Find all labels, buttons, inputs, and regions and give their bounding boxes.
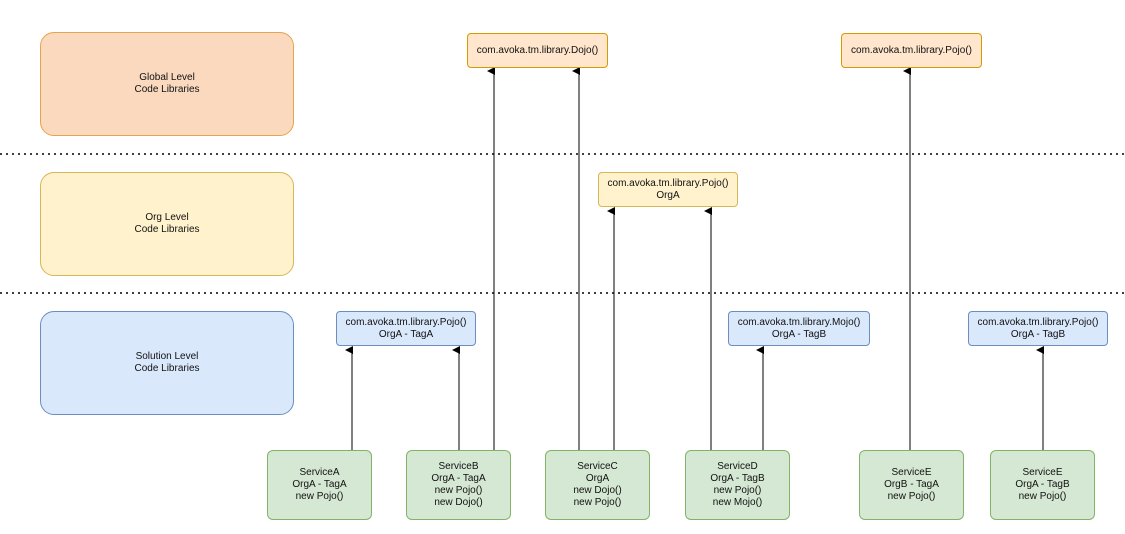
service-a-name: ServiceA [299,467,340,478]
service-c-scope: OrgA [585,473,610,484]
service-b-scope: OrgA - TagA [431,473,486,484]
service-e-orgb-call: new Pojo() [887,491,936,502]
solution-pojo-tagb-scope: OrgA - TagB [1010,328,1066,340]
service-d-scope: OrgA - TagB [710,473,765,484]
solution-pojo-tagb-library: com.avoka.tm.library.Pojo() OrgA - TagB [968,311,1108,346]
solution-level-box: Solution Level Code Libraries [40,311,294,415]
service-d: ServiceD OrgA - TagB new Pojo() new Mojo… [685,450,790,520]
service-e-orgb-name: ServiceE [891,467,932,478]
global-dojo-name: com.avoka.tm.library.Dojo() [476,44,599,56]
service-a-call: new Pojo() [295,491,344,502]
solution-mojo-tagb-library: com.avoka.tm.library.Mojo() OrgA - TagB [728,311,870,346]
service-c-call-1: new Dojo() [573,485,622,496]
solution-pojo-taga-library: com.avoka.tm.library.Pojo() OrgA - TagA [336,311,476,346]
solution-level-title: Solution Level [135,351,199,362]
solution-level-subtitle: Code Libraries [134,363,200,374]
solution-pojo-taga-name: com.avoka.tm.library.Pojo() [345,316,467,328]
org-pojo-name: com.avoka.tm.library.Pojo() [607,177,729,189]
org-level-box: Org Level Code Libraries [40,172,294,276]
global-pojo-name: com.avoka.tm.library.Pojo() [851,44,972,56]
global-level-title: Global Level [139,72,195,83]
service-e-orga-scope: OrgA - TagB [1015,479,1070,490]
org-level-title: Org Level [145,212,189,223]
service-e-orgb-scope: OrgB - TagA [884,479,939,490]
solution-pojo-taga-scope: OrgA - TagA [378,328,434,340]
service-e-orga: ServiceE OrgA - TagB new Pojo() [990,450,1095,520]
service-e-orga-call: new Pojo() [1018,491,1067,502]
service-d-call-2: new Mojo() [712,497,763,508]
global-dojo-library: com.avoka.tm.library.Dojo() [467,33,608,68]
service-d-call-1: new Pojo() [713,485,762,496]
service-b-call-1: new Pojo() [434,485,483,496]
service-e-orga-name: ServiceE [1022,467,1063,478]
solution-mojo-tagb-name: com.avoka.tm.library.Mojo() [737,316,861,328]
service-c: ServiceC OrgA new Dojo() new Pojo() [545,450,650,520]
global-level-box: Global Level Code Libraries [40,32,294,136]
service-e-orgb: ServiceE OrgB - TagA new Pojo() [859,450,964,520]
service-d-name: ServiceD [717,461,758,472]
service-c-name: ServiceC [577,461,618,472]
service-a-scope: OrgA - TagA [292,479,347,490]
org-level-subtitle: Code Libraries [134,224,200,235]
service-b: ServiceB OrgA - TagA new Pojo() new Dojo… [406,450,511,520]
solution-pojo-tagb-name: com.avoka.tm.library.Pojo() [977,316,1099,328]
service-a: ServiceA OrgA - TagA new Pojo() [267,450,372,520]
service-b-call-2: new Dojo() [434,497,483,508]
global-pojo-library: com.avoka.tm.library.Pojo() [841,33,982,68]
org-pojo-library: com.avoka.tm.library.Pojo() OrgA [598,172,738,207]
service-b-name: ServiceB [438,461,479,472]
solution-mojo-tagb-scope: OrgA - TagB [771,328,827,340]
service-c-call-2: new Pojo() [573,497,622,508]
org-pojo-scope: OrgA [656,189,680,201]
global-level-subtitle: Code Libraries [134,84,200,95]
